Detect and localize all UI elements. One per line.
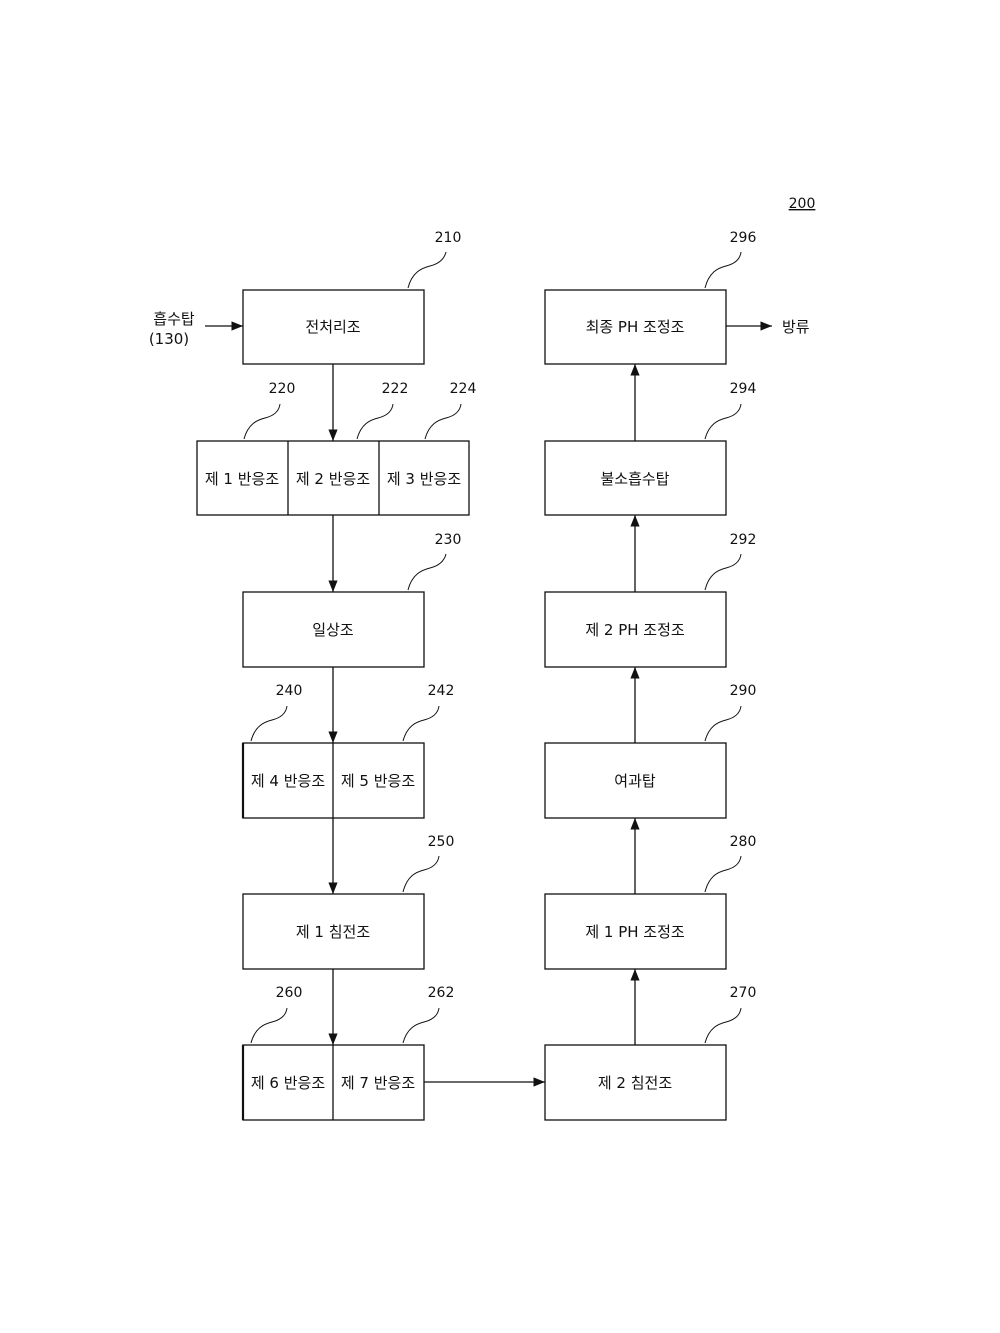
ref-240: 240 [276,683,303,699]
daily-tank-block: 일상조 230 [243,532,461,667]
ref-leader-296 [705,252,741,288]
ref-260: 260 [276,985,303,1001]
output-label: 방류 [782,318,810,336]
ref-leader-290 [705,706,741,741]
ref-leader-242 [403,706,439,741]
ref-294: 294 [730,381,757,397]
ref-leader-260 [251,1008,287,1043]
ph-adjust-2-label: 제 2 PH 조정조 [585,621,685,639]
settling-tank-2-block: 제 2 침전조 270 [545,985,756,1120]
reactor-3-label: 제 3 반응조 [387,470,461,488]
fluorine-absorption-tower-label: 불소흡수탑 [600,470,669,488]
reactor-2-label: 제 2 반응조 [296,470,370,488]
ref-210: 210 [435,230,462,246]
ref-222: 222 [382,381,409,397]
ref-224: 224 [450,381,477,397]
ref-leader-294 [705,404,741,439]
filter-tower-block: 여과탑 290 [545,683,756,818]
fluorine-absorption-tower-block: 불소흡수탑 294 [545,381,756,515]
input-sub-label: (130) [149,330,189,348]
ph-adjust-2-block: 제 2 PH 조정조 292 [545,532,756,667]
reactor-5-label: 제 5 반응조 [341,772,415,790]
ref-296: 296 [730,230,757,246]
reactors-1-3-block: 제 1 반응조 제 2 반응조 제 3 반응조 220 222 224 [197,381,476,515]
ref-242: 242 [428,683,455,699]
reactor-6-label: 제 6 반응조 [251,1074,325,1092]
ref-290: 290 [730,683,757,699]
final-ph-adjust-label: 최종 PH 조정조 [586,318,685,336]
final-ph-adjust-block: 최종 PH 조정조 296 [545,230,756,364]
reactors-6-7-block: 제 6 반응조 제 7 반응조 260 262 [243,985,454,1120]
pretreatment-tank-label: 전처리조 [305,318,360,336]
reactor-7-label: 제 7 반응조 [341,1074,415,1092]
ref-leader-262 [403,1008,439,1043]
ph-adjust-1-label: 제 1 PH 조정조 [585,923,685,941]
ref-leader-224 [425,404,461,439]
ref-280: 280 [730,834,757,850]
ref-leader-270 [705,1008,741,1043]
ref-230: 230 [435,532,462,548]
ph-adjust-1-block: 제 1 PH 조정조 280 [545,834,756,969]
settling-tank-2-label: 제 2 침전조 [598,1074,672,1092]
daily-tank-label: 일상조 [312,621,354,639]
ref-leader-210 [408,252,446,288]
ref-leader-292 [705,554,741,590]
ref-leader-250 [403,856,439,892]
ref-250: 250 [428,834,455,850]
reactors-4-5-block: 제 4 반응조 제 5 반응조 240 242 [243,683,454,818]
ref-270: 270 [730,985,757,1001]
pretreatment-tank-block: 전처리조 210 [243,230,461,364]
figure-number: 200 [789,196,816,212]
reactor-4-label: 제 4 반응조 [251,772,325,790]
settling-tank-1-block: 제 1 침전조 250 [243,834,454,969]
ref-220: 220 [269,381,296,397]
ref-leader-222 [357,404,393,439]
ref-leader-280 [705,856,741,892]
reactor-1-label: 제 1 반응조 [205,470,279,488]
filter-tower-label: 여과탑 [614,772,656,790]
ref-292: 292 [730,532,757,548]
settling-tank-1-label: 제 1 침전조 [296,923,370,941]
input-label: 흡수탑 [153,310,195,328]
ref-leader-220 [244,404,280,439]
ref-leader-240 [251,706,287,741]
ref-262: 262 [428,985,455,1001]
ref-leader-230 [408,554,446,590]
